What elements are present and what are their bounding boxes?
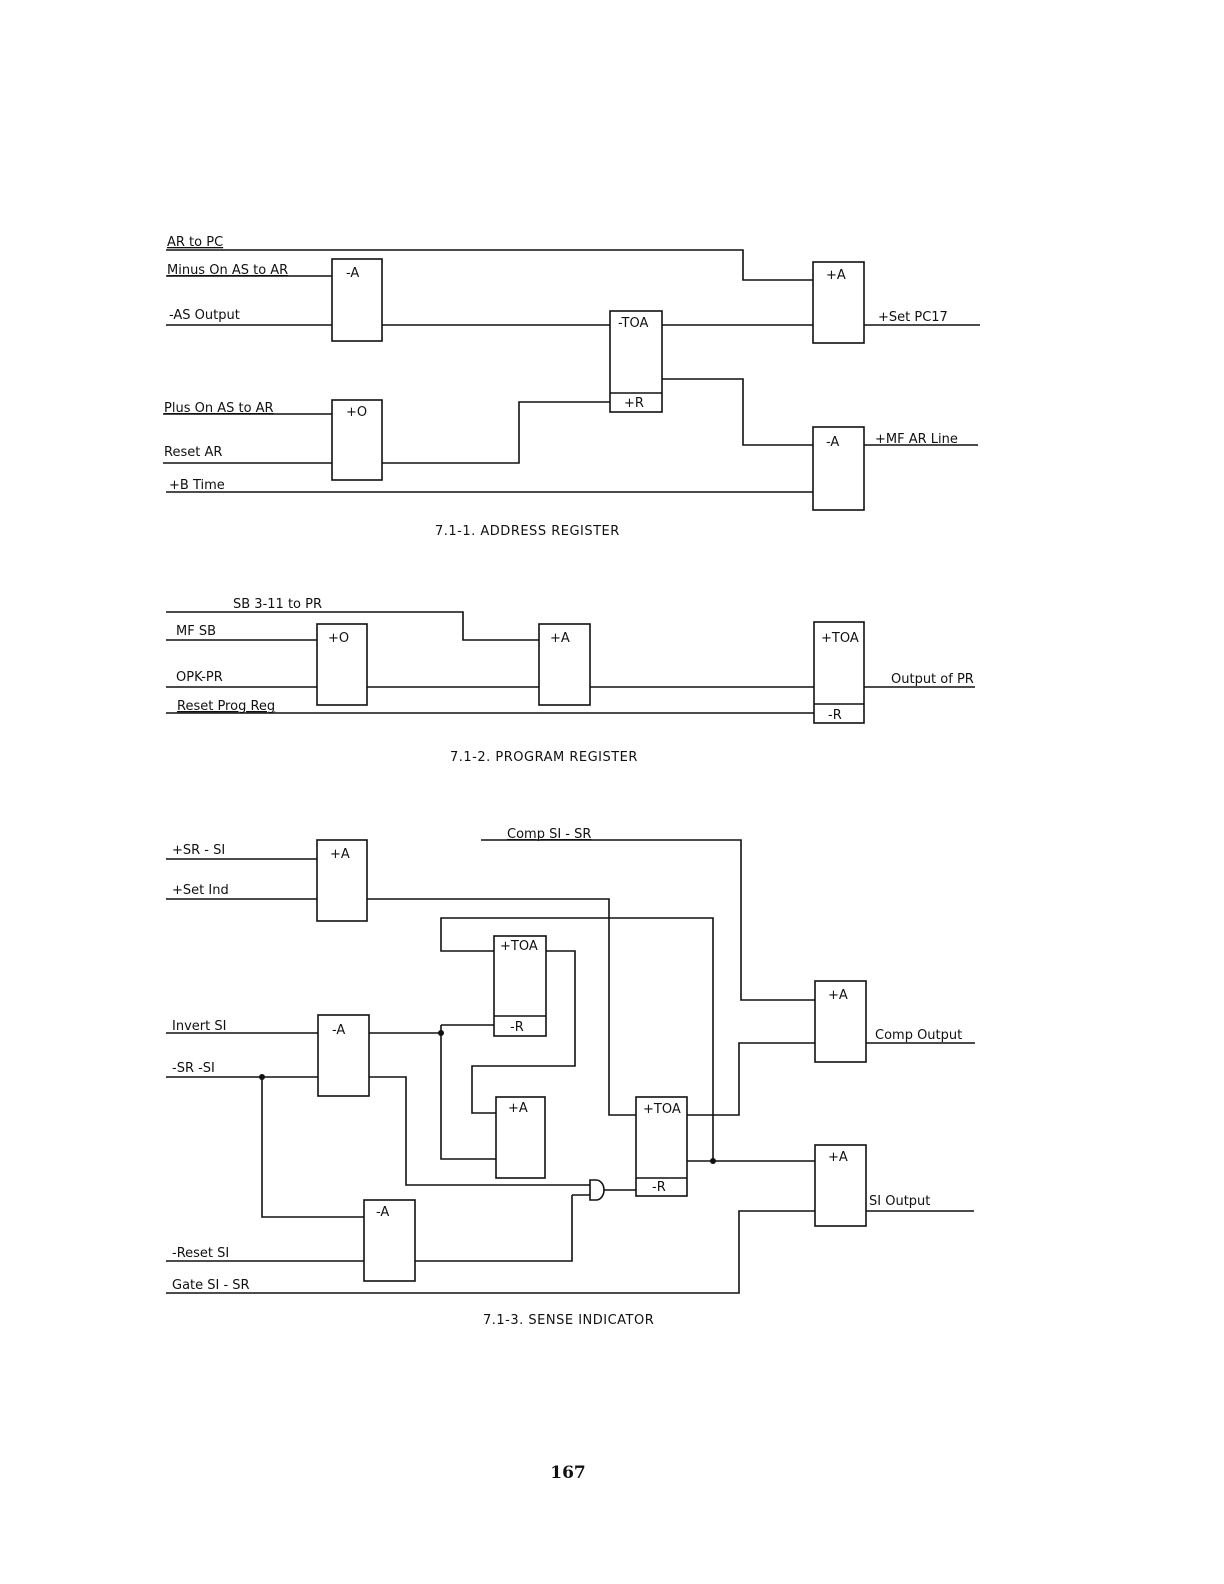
input-label: OPK-PR <box>176 670 223 685</box>
gate-label: +A <box>550 631 570 646</box>
gate-label: +A <box>828 1150 848 1165</box>
gate-minus-and-2 <box>812 426 865 511</box>
input-label: AR to PC <box>167 235 223 250</box>
output-label: Comp Output <box>875 1028 962 1043</box>
wire-sr-si-branch <box>261 1077 364 1218</box>
gate-label: -TOA <box>618 316 648 331</box>
wire-to-and-symbol <box>369 1076 590 1186</box>
gate-and-si <box>814 1144 867 1227</box>
wire-toa-upper-to-and-mid <box>471 950 576 1114</box>
gate-label: +O <box>328 631 349 646</box>
gate-toa <box>813 621 865 724</box>
gate-minus-and-1 <box>331 258 383 342</box>
figure-address-register: -A +O -TOA +R +A -A AR to PC Minus On AS… <box>163 235 980 539</box>
gate-label: +R <box>624 396 644 411</box>
gate-label: -R <box>510 1020 524 1035</box>
gate-label: -R <box>652 1180 666 1195</box>
gate-label: -A <box>346 266 359 281</box>
input-label: -Reset SI <box>172 1246 229 1261</box>
gate-minus-and-low <box>363 1199 416 1282</box>
gate-and-mid <box>495 1096 546 1179</box>
gate-toa <box>609 310 663 413</box>
figure-caption: 7.1-1. ADDRESS REGISTER <box>435 524 620 539</box>
input-label: -AS Output <box>169 308 240 323</box>
gate-label: -A <box>826 435 839 450</box>
gate-label: +A <box>828 988 848 1003</box>
gate-label: +TOA <box>500 939 538 954</box>
input-label: Reset AR <box>164 445 222 460</box>
wire-minus-and-low-out <box>415 1195 573 1262</box>
gate-and-comp <box>814 980 867 1063</box>
gate-label: +A <box>330 847 350 862</box>
output-label: SI Output <box>869 1194 930 1209</box>
gate-and-top <box>316 839 368 922</box>
input-label: +B Time <box>169 478 225 493</box>
figure-caption: 7.1-2. PROGRAM REGISTER <box>450 750 638 765</box>
output-label: +Set PC17 <box>878 310 948 325</box>
gate-minus-and-mid <box>317 1014 370 1097</box>
gate-label: +TOA <box>821 631 859 646</box>
input-label: Reset Prog Reg <box>177 699 275 714</box>
wire-toa-to-and2 <box>662 378 813 446</box>
and-symbol <box>589 1179 605 1201</box>
input-label: Comp SI - SR <box>507 827 591 842</box>
gate-label: -R <box>828 708 842 723</box>
gate-plus-and <box>812 261 865 344</box>
gate-label: -A <box>376 1205 389 1220</box>
input-label: SB 3-11 to PR <box>233 597 322 612</box>
input-label: Plus On AS to AR <box>164 401 274 416</box>
input-label: Invert SI <box>172 1019 226 1034</box>
gate-plus-and <box>538 623 591 706</box>
wire-and-top-to-toa-lower <box>367 898 636 1116</box>
output-label: Output of PR <box>891 672 974 687</box>
junction-dot <box>438 1030 444 1036</box>
figure-sense-indicator: +A +TOA -R -A +A +TOA -R -A +A +A +SR - … <box>166 827 975 1328</box>
gate-label: +TOA <box>643 1102 681 1117</box>
gate-label: +A <box>508 1101 528 1116</box>
input-label: +SR - SI <box>172 843 225 858</box>
input-label: +Set Ind <box>172 883 229 898</box>
gate-toa-upper <box>493 935 547 1037</box>
output-label: +MF AR Line <box>875 432 958 447</box>
wire-or-to-toa-reset <box>382 401 610 464</box>
input-label: Gate SI - SR <box>172 1278 250 1293</box>
input-label: Minus On AS to AR <box>167 263 288 278</box>
gate-plus-or <box>331 399 383 481</box>
input-label: -SR -SI <box>172 1061 215 1076</box>
gate-label: -A <box>332 1023 345 1038</box>
gate-plus-or <box>316 623 368 706</box>
page-number: 167 <box>550 1463 586 1483</box>
wire-ar-to-pc <box>166 249 813 281</box>
wire-comp-si-sr <box>481 839 815 1001</box>
wire-sb-to-pr <box>166 611 539 641</box>
gate-toa-lower <box>635 1096 688 1197</box>
wire-feedback-upper <box>440 917 714 1161</box>
wire-gate-si-sr <box>166 1210 815 1294</box>
wire-to-and-mid <box>440 1025 496 1160</box>
figure-caption: 7.1-3. SENSE INDICATOR <box>483 1313 654 1328</box>
junction-dot <box>259 1074 265 1080</box>
gate-label: +A <box>826 268 846 283</box>
input-label: MF SB <box>176 624 216 639</box>
junction-dot <box>710 1158 716 1164</box>
gate-label: +O <box>346 405 367 420</box>
wire-toa-to-comp-and <box>687 1042 815 1116</box>
figure-program-register: +O +A +TOA -R SB 3-11 to PR MF SB OPK-PR… <box>166 597 975 765</box>
